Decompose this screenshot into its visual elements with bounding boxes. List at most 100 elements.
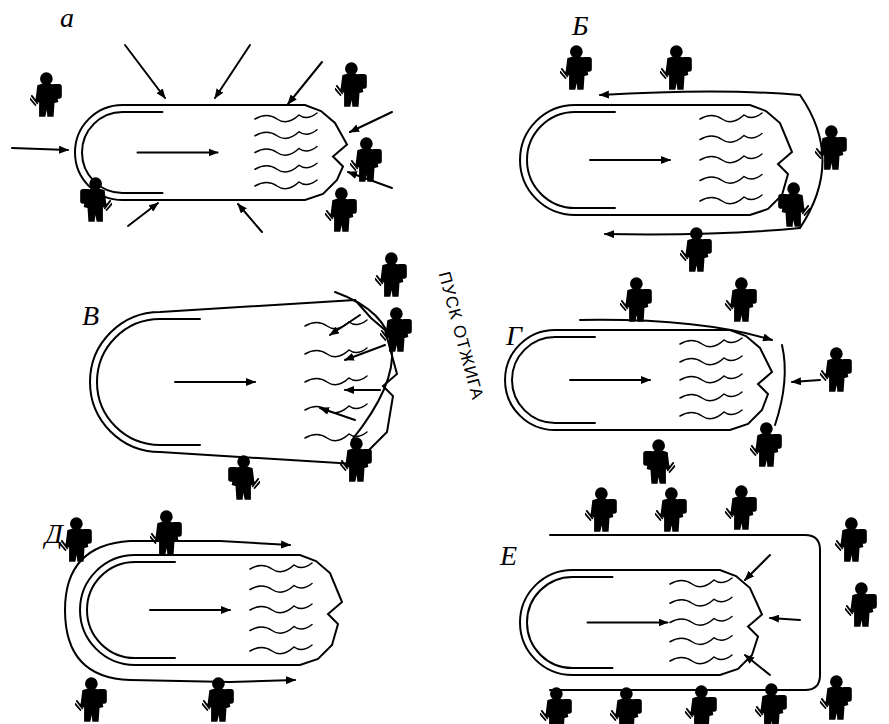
flame-stroke xyxy=(680,338,742,347)
firefighter-figure xyxy=(585,488,616,531)
fire-edge xyxy=(80,555,342,665)
firefighter-figure xyxy=(60,518,91,561)
firefighter-figure xyxy=(680,228,711,271)
firefighter-figure xyxy=(644,440,675,483)
flame-stroke xyxy=(700,154,762,163)
direction-arrow xyxy=(350,112,392,132)
direction-arrow xyxy=(770,618,800,620)
firefighter-figure xyxy=(560,46,591,89)
firefighter-figure xyxy=(655,488,686,531)
flame-stroke xyxy=(255,147,317,156)
direction-arrow xyxy=(745,655,770,675)
firefighter-figure xyxy=(725,486,756,529)
flame-stroke xyxy=(250,604,312,613)
direction-arrow xyxy=(138,152,218,154)
panel-letter: Е xyxy=(500,542,517,570)
firefighter-figure xyxy=(620,278,651,321)
flame-stroke xyxy=(670,578,732,587)
panel-letter: а xyxy=(60,4,74,32)
flame-stroke xyxy=(255,163,317,172)
direction-arrow xyxy=(570,379,650,381)
direction-arrow xyxy=(345,345,385,360)
direction-arrow xyxy=(238,204,262,232)
line-of-attack xyxy=(600,92,800,96)
firefighter-figure xyxy=(540,688,571,724)
firefighter-figure xyxy=(340,438,371,481)
firefighter-figure xyxy=(202,678,233,721)
direction-arrow xyxy=(588,622,668,624)
direction-arrow xyxy=(590,159,670,161)
flame-stroke xyxy=(250,584,312,593)
direction-arrow xyxy=(128,203,158,226)
flame-stroke xyxy=(250,645,312,654)
flame-stroke xyxy=(700,134,762,143)
firefighter-figure xyxy=(685,686,716,724)
firefighter-figure xyxy=(325,188,356,231)
flame-stroke xyxy=(305,320,367,329)
flame-stroke xyxy=(670,617,732,626)
firefighter-figure xyxy=(375,253,406,296)
direction-arrow xyxy=(288,62,322,104)
direction-arrow xyxy=(215,45,250,98)
line-of-attack xyxy=(580,320,772,340)
firefighter-figure xyxy=(815,126,846,169)
fire-edge xyxy=(520,570,762,675)
direction-arrow xyxy=(125,45,165,98)
backfire-line xyxy=(335,292,392,440)
firefighter-figure xyxy=(380,308,411,351)
firefighter-figure xyxy=(229,456,260,499)
direction-arrow xyxy=(150,609,230,611)
panel-letter: Г xyxy=(506,322,522,350)
flame-stroke xyxy=(670,597,732,606)
firefighter-figure xyxy=(30,73,61,116)
firefighter-figure xyxy=(779,183,810,226)
firefighter-figure xyxy=(660,46,691,89)
flame-stroke xyxy=(255,113,317,122)
control-line xyxy=(550,535,820,690)
flame-stroke xyxy=(305,376,367,385)
flame-stroke xyxy=(255,180,317,189)
firefighter-figure xyxy=(335,63,366,106)
fire-edge xyxy=(90,300,397,464)
flame-stroke xyxy=(670,636,732,645)
firefighter-figure xyxy=(725,278,756,321)
flame-stroke xyxy=(680,374,742,383)
flame-stroke xyxy=(255,130,317,139)
direction-arrow xyxy=(320,408,355,420)
line-of-attack xyxy=(65,541,230,682)
flame-stroke xyxy=(680,356,742,365)
direction-arrow xyxy=(230,680,295,682)
flame-stroke xyxy=(680,392,742,401)
firefighter-figure xyxy=(845,583,876,626)
direction-arrow xyxy=(330,315,360,335)
direction-arrow xyxy=(12,148,68,150)
panel-letter: Б xyxy=(572,12,589,40)
flame-stroke xyxy=(250,625,312,634)
fire-edge xyxy=(75,105,347,200)
flame-stroke xyxy=(250,563,312,572)
direction-arrow xyxy=(175,381,255,383)
flame-stroke xyxy=(305,404,367,413)
flame-stroke xyxy=(680,410,742,419)
firefighter-figure xyxy=(81,178,112,221)
firefighter-figure xyxy=(150,511,181,554)
line-of-attack xyxy=(775,345,785,425)
firefighter-figure xyxy=(750,423,781,466)
flame-stroke xyxy=(700,175,762,184)
fire-edge xyxy=(505,330,772,430)
fire-edge xyxy=(520,105,792,215)
direction-arrow xyxy=(745,555,770,580)
firefighter-figure xyxy=(755,684,786,724)
firefighter-figure xyxy=(835,518,866,561)
firefighter-figure xyxy=(820,676,851,719)
direction-arrow xyxy=(792,380,820,382)
direction-arrow xyxy=(220,541,290,545)
flame-stroke xyxy=(700,195,762,204)
firefighter-figure xyxy=(350,138,381,181)
firefighter-figure xyxy=(75,678,106,721)
direction-arrow xyxy=(345,389,380,391)
panel-letter: Д xyxy=(45,520,63,548)
panel-letter: В xyxy=(82,302,99,330)
